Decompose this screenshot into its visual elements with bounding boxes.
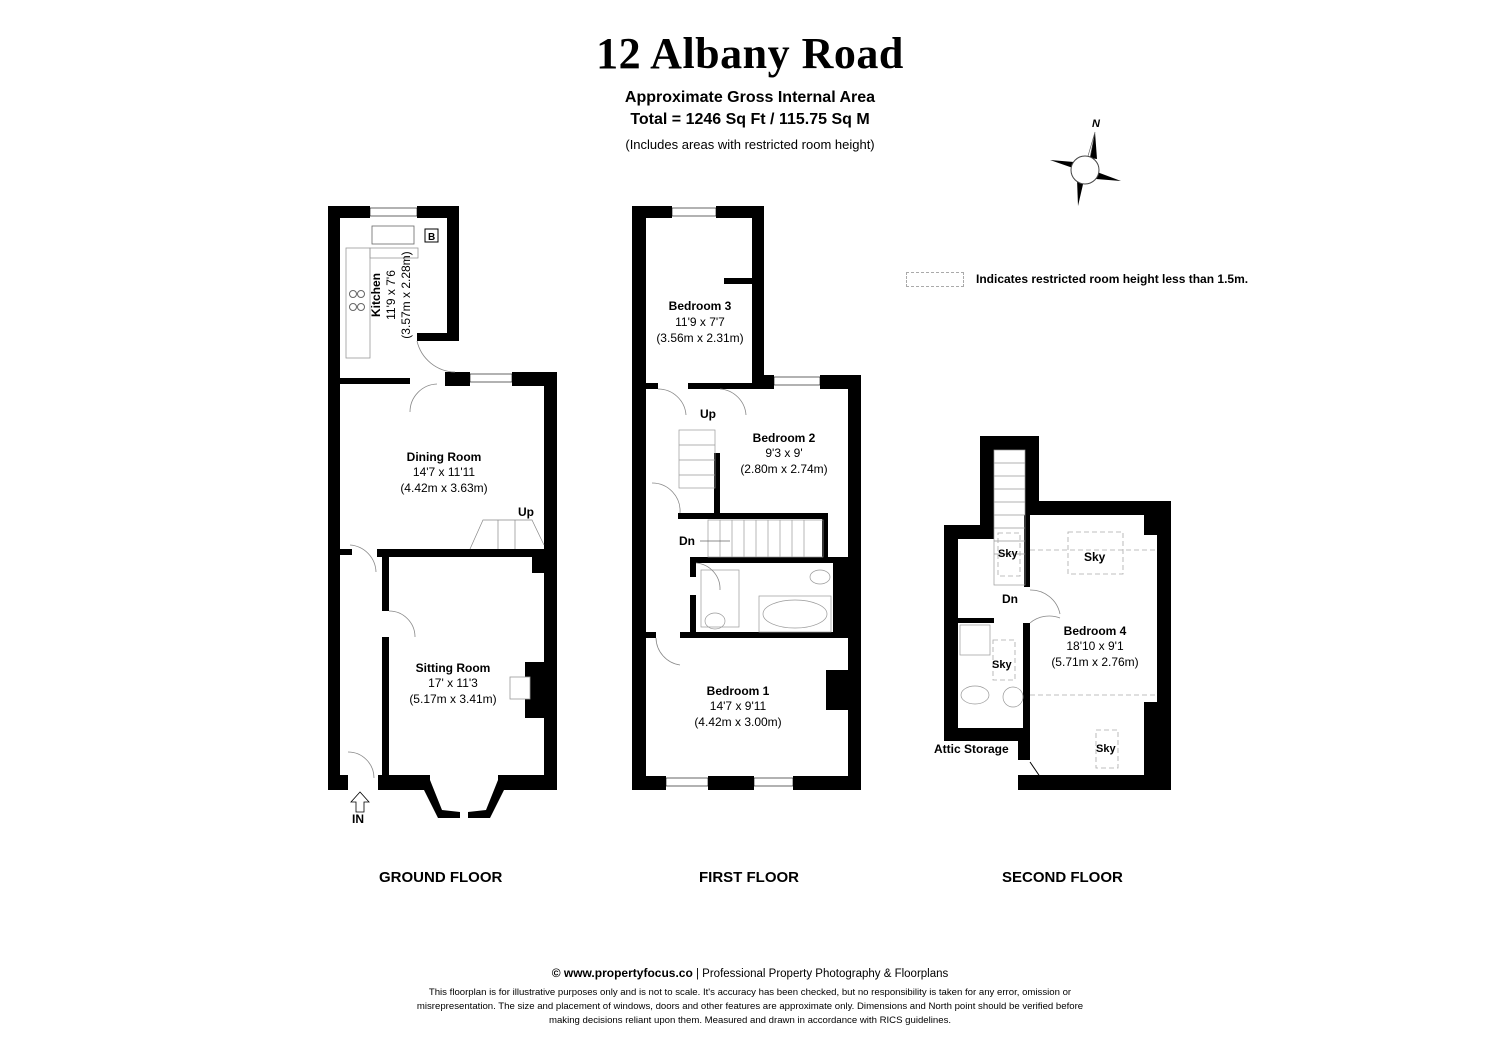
stairs-up-label: Up <box>518 505 534 519</box>
room-name-bedroom-1: Bedroom 1 <box>707 684 770 698</box>
room-dims-dining-metric: (4.42m x 3.63m) <box>400 481 487 495</box>
room-dims-bedroom-1-imperial: 14'7 x 9'11 <box>710 699 767 713</box>
page-title: 12 Albany Road <box>596 29 904 78</box>
room-name-bedroom-2: Bedroom 2 <box>753 431 816 445</box>
room-dims-bedroom-4-imperial: 18'10 x 9'1 <box>1066 639 1124 653</box>
room-dims-bedroom-1-metric: (4.42m x 3.00m) <box>694 715 781 729</box>
skylight-icon <box>1095 729 1119 769</box>
floor-label-ground: GROUND FLOOR <box>379 869 503 886</box>
skylight-label: Sky <box>1096 743 1116 755</box>
room-dims-sitting-imperial: 17' x 11'3 <box>428 676 478 690</box>
room-dims-bedroom-3-metric: (3.56m x 2.31m) <box>656 331 743 345</box>
room-name-bedroom-4: Bedroom 4 <box>1064 624 1127 638</box>
room-dims-bedroom-2-metric: (2.80m x 2.74m) <box>740 462 827 476</box>
total-area: Total = 1246 Sq Ft / 115.75 Sq M <box>630 111 870 128</box>
room-dims-bedroom-4-metric: (5.71m x 2.76m) <box>1051 655 1138 669</box>
compass-north-label: N <box>1092 118 1101 130</box>
skylight-label: Sky <box>992 659 1012 671</box>
room-dims-dining-imperial: 14'7 x 11'11 <box>413 465 476 479</box>
sink-icon <box>371 225 415 245</box>
entrance-arrow-icon <box>350 791 370 813</box>
room-dims-sitting-metric: (5.17m x 3.41m) <box>409 692 496 706</box>
room-dims-kitchen-imperial: 11'9 x 7'6 <box>384 270 398 320</box>
skylight-label: Sky <box>998 548 1018 560</box>
restricted-height-legend-text: Indicates restricted room height less th… <box>976 272 1249 286</box>
north-compass-icon: N <box>1050 118 1121 206</box>
room-name-kitchen: Kitchen <box>369 273 383 317</box>
skylight-label: Sky <box>1084 550 1106 564</box>
footer-tagline: | Professional Property Photography & Fl… <box>692 968 949 980</box>
second-floor-plan: Sky Sky Sky Sky Dn Attic Storage Bedroom… <box>934 436 1171 790</box>
room-name-sitting: Sitting Room <box>416 661 491 675</box>
skylight-icon <box>997 532 1021 577</box>
skylight-icon <box>1067 531 1124 575</box>
room-dims-kitchen-metric: (3.57m x 2.28m) <box>399 251 413 338</box>
skylight-icon <box>992 639 1016 681</box>
boiler-icon <box>424 228 439 243</box>
stairs-up-label: Up <box>700 407 716 421</box>
attic-storage-label: Attic Storage <box>934 742 1009 756</box>
stairs-down-label: Dn <box>1002 592 1018 606</box>
floor-label-second: SECOND FLOOR <box>1002 869 1123 886</box>
stairs-down-label: Dn <box>679 534 695 548</box>
ground-floor-plan: B IN Kitchen 11'9 x 7'6 (3.57m x 2.28m) … <box>328 206 557 826</box>
area-subtitle: Approximate Gross Internal Area <box>624 89 876 106</box>
footer-disclaimer: This floorplan is for illustrative purpo… <box>416 987 1084 1026</box>
room-dims-bedroom-2-imperial: 9'3 x 9' <box>765 446 802 460</box>
restricted-height-legend-swatch <box>906 272 964 287</box>
room-name-dining: Dining Room <box>407 450 482 464</box>
floor-label-first: FIRST FLOOR <box>699 869 799 886</box>
first-floor-plan: Up Dn Bedroom 3 11'9 x 7'7 (3.56m x 2.31… <box>632 206 861 790</box>
entrance-label: IN <box>352 812 364 826</box>
footer-credit: © www.propertyfocus.co | Professional Pr… <box>0 966 1500 980</box>
room-name-bedroom-3: Bedroom 3 <box>669 299 732 313</box>
footer-website-link[interactable]: © www.propertyfocus.co <box>551 966 693 980</box>
room-dims-bedroom-3-imperial: 11'9 x 7'7 <box>675 315 725 329</box>
area-note: (Includes areas with restricted room hei… <box>625 137 875 152</box>
boiler-label: B <box>428 232 435 243</box>
